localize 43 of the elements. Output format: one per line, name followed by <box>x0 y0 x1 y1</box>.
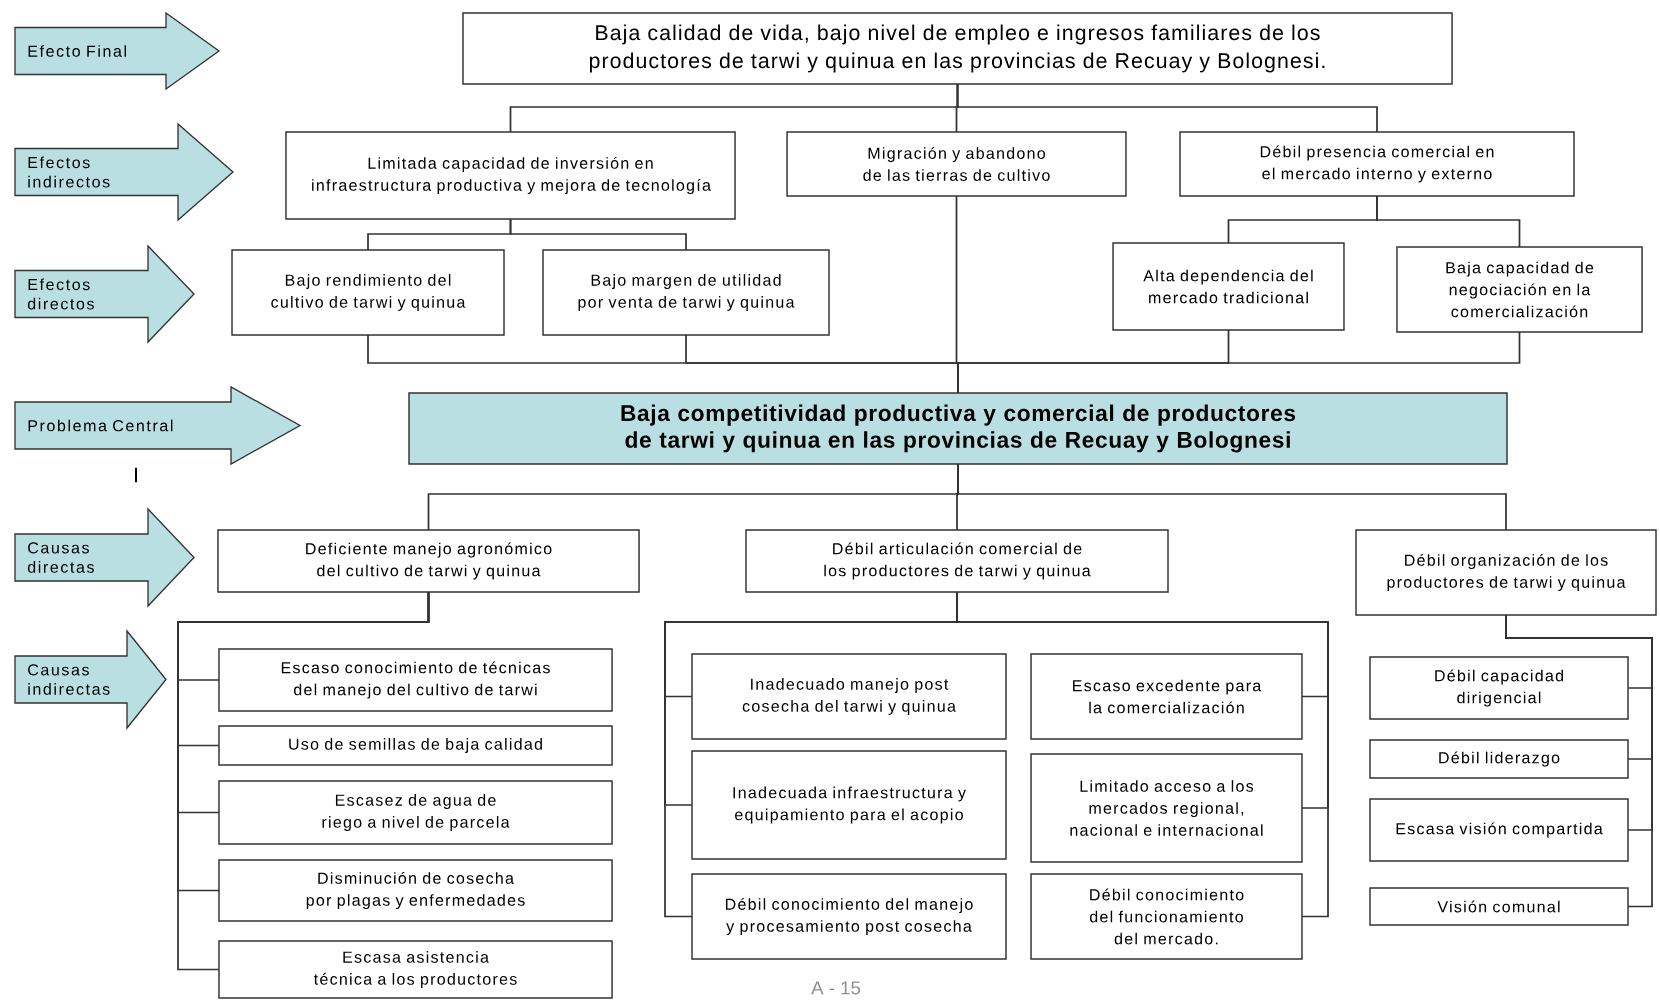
problem-box: Baja capacidad de negociación en la comercialización <box>1396 246 1643 333</box>
problem-box: Débil conocimiento del manejo y procesamiento post cosecha <box>691 873 1007 960</box>
problem-box: Inadecuado manejo post cosecha del tarwi y quinua <box>691 653 1007 740</box>
connector-line <box>509 218 687 251</box>
level-banner: Causas directas <box>14 507 195 608</box>
connector-line <box>956 83 1378 133</box>
connector-line <box>957 331 1521 394</box>
problem-box: Escasez de agua de riego a nivel de parcela <box>218 780 613 845</box>
problem-box: Bajo margen de utilidad por venta de tarwi y quinua <box>542 249 830 336</box>
effect-box: Baja calidad de vida, bajo nivel de empleo e ingresos familiares de los productores de tarwi y quinua en las provincias de Recuay y Bolognesi. <box>462 12 1453 85</box>
problem-box: Alta dependencia del mercado tradicional <box>1112 242 1345 331</box>
level-banner: Efectos indirectos <box>14 122 235 222</box>
connector-line <box>956 591 1329 918</box>
level-banner: Causas indirectas <box>14 629 167 730</box>
problem-box: Débil articulación comercial de los productores de tarwi y quinua <box>745 529 1169 593</box>
problem-box: Inadecuada infraestructura y equipamiento para el acopio <box>691 750 1007 860</box>
problem-box: Escasa visión compartida <box>1369 798 1629 862</box>
problem-box: Débil conocimiento del funcionamiento del mercado. <box>1030 873 1303 960</box>
problem-box: Deficiente manejo agronómico del cultivo de tarwi y quinua <box>217 529 640 593</box>
problem-box: Limitada capacidad de inversión en infraestructura productiva y mejora de tecnología <box>285 131 736 220</box>
problem-box: Visión comunal <box>1369 887 1629 926</box>
problem-box: Débil liderazgo <box>1369 739 1629 779</box>
connector-line <box>1505 614 1653 908</box>
problem-box: Limitado acceso a los mercados regional, nacional e internacional <box>1030 753 1303 863</box>
problem-box: Débil capacidad dirigencial <box>1369 656 1629 720</box>
problem-box: Débil presencia comercial en el mercado interno y externo <box>1179 131 1575 197</box>
problem-box: Escasa asistencia técnica a los productores <box>218 940 613 999</box>
level-banner: Efectos directos <box>14 244 195 344</box>
problem-box: Uso de semillas de baja calidad <box>218 725 613 766</box>
problem-box: Bajo rendimiento del cultivo de tarwi y quinua <box>231 249 505 336</box>
problem-box: Migración y abandono de las tierras de cultivo <box>786 131 1127 197</box>
problem-box: Escaso excedente para la comercialización <box>1030 653 1303 740</box>
level-banner: Efecto Final <box>14 11 221 91</box>
problem-box: Escaso conocimiento de técnicas del manejo del cultivo de tarwi <box>218 648 613 712</box>
connector-line <box>177 591 430 971</box>
central-problem-box: Baja competitividad productiva y comercial de productores de tarwi y quinua en las provincias de Recuay y Bolognesi <box>408 392 1508 465</box>
connector-line <box>957 463 1507 531</box>
problem-box: Débil organización de los productores de tarwi y quinua <box>1355 529 1657 616</box>
level-banner: Problema Central <box>14 385 302 466</box>
page-number: A - 15 <box>811 981 861 995</box>
text-mark: I <box>135 467 137 483</box>
problem-box: Disminución de cosecha por plagas y enfermedades <box>218 859 613 922</box>
connector-line <box>1376 195 1521 248</box>
